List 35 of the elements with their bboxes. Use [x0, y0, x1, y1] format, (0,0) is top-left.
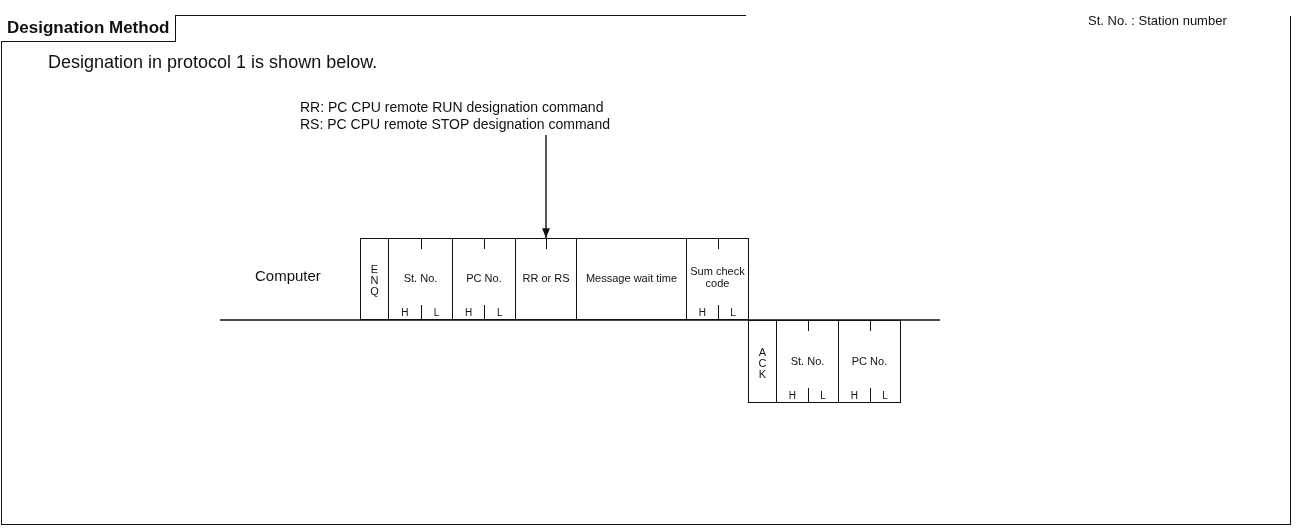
protocol-field-box: [776, 320, 839, 403]
field-label: PC No.: [465, 271, 503, 284]
control-code: ACK: [756, 345, 769, 378]
byte-label: L: [497, 307, 503, 318]
byte-label: L: [433, 307, 440, 318]
byte-label: H: [401, 307, 409, 318]
protocol-field-box: [388, 238, 453, 320]
command-note: RS: PC CPU remote STOP designation command: [300, 116, 610, 133]
command-note: RR: PC CPU remote RUN designation command: [300, 99, 605, 116]
byte-label: H: [465, 307, 473, 318]
row-label: Computer: [255, 267, 321, 284]
section-heading: Designation Method: [1, 15, 177, 42]
leader-arrow: [542, 134, 550, 239]
field-label: Sum check code: [689, 264, 746, 289]
field-label: St. No.: [402, 271, 439, 284]
field-label: RR or RS: [521, 271, 571, 284]
protocol-field-box: [360, 238, 389, 320]
byte-label: L: [882, 390, 888, 401]
protocol-field-box: [686, 238, 749, 320]
protocol-field-box: [748, 320, 777, 403]
byte-label: H: [850, 390, 858, 401]
byte-label: H: [788, 390, 796, 401]
protocol-field-box: [838, 320, 901, 403]
field-label: St. No.: [789, 354, 826, 367]
footnote-text: St. No. : Station number: [1088, 13, 1227, 28]
byte-label: L: [820, 390, 826, 401]
byte-label: L: [730, 307, 736, 318]
protocol-field-box: [452, 238, 516, 320]
intro-sentence: Designation in protocol 1 is shown below.: [48, 52, 378, 73]
protocol-field-box: [576, 238, 687, 320]
field-label: PC No.: [850, 354, 889, 367]
field-label: Message wait time: [584, 271, 679, 284]
control-code: ENQ: [368, 262, 381, 296]
protocol-field-box: [515, 238, 577, 320]
byte-label: H: [698, 307, 706, 318]
